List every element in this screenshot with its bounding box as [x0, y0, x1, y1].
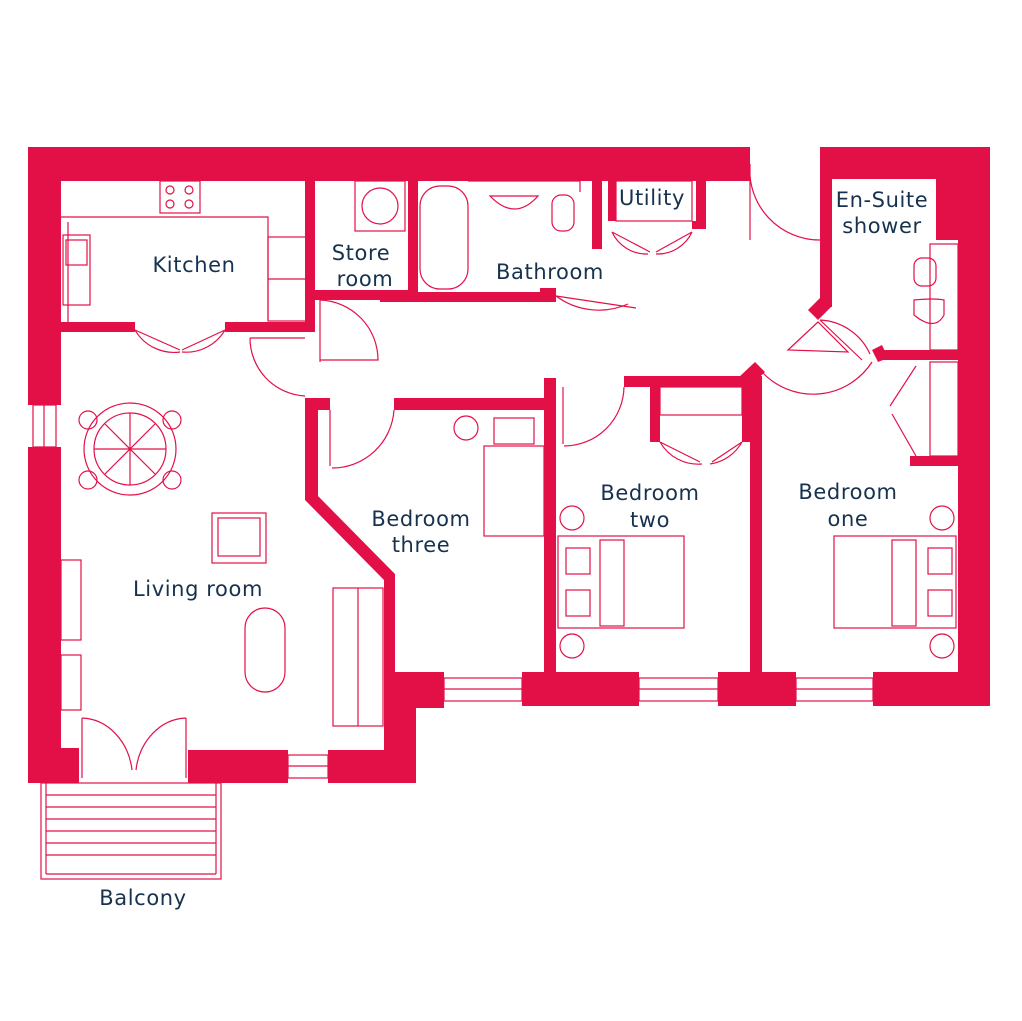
- balcony: [40, 782, 222, 880]
- label-store-room-line1: Store: [332, 241, 391, 265]
- label-bedroom-three-line1: Bedroom: [371, 507, 470, 531]
- label-bathroom: Bathroom: [496, 260, 604, 284]
- label-living-room: Living room: [133, 577, 263, 601]
- fixtures: [60, 180, 959, 727]
- label-ensuite-line2: shower: [842, 214, 921, 238]
- label-balcony: Balcony: [99, 886, 186, 910]
- windows: [32, 404, 874, 779]
- label-bedroom-two-line2: two: [630, 508, 670, 532]
- doors: [81, 163, 917, 778]
- label-bedroom-one-line2: one: [828, 507, 869, 531]
- label-bedroom-one-line1: Bedroom: [798, 480, 897, 504]
- label-kitchen: Kitchen: [152, 253, 235, 277]
- label-ensuite-line1: En-Suite: [836, 188, 929, 212]
- label-bedroom-two-line1: Bedroom: [600, 481, 699, 505]
- label-store-room-line2: room: [337, 267, 394, 291]
- label-utility: Utility: [619, 186, 685, 210]
- internal-walls: [61, 147, 958, 700]
- label-bedroom-three-line2: three: [392, 533, 451, 557]
- walls: [28, 147, 990, 783]
- room-labels: Kitchen Store room Utility Bathroom En-S…: [99, 186, 929, 910]
